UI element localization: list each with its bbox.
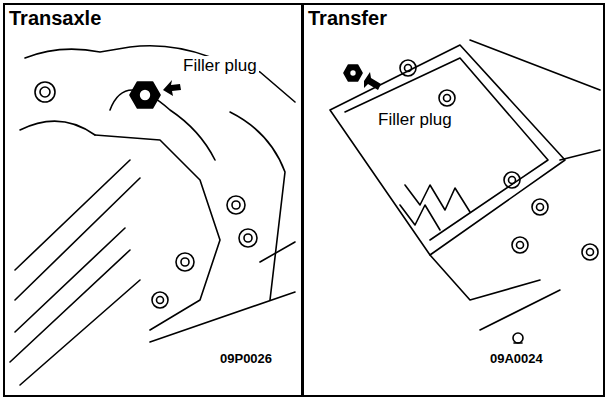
fin xyxy=(400,205,440,230)
plug-hex xyxy=(344,65,362,81)
bolt xyxy=(512,237,528,253)
bolt xyxy=(176,253,194,271)
pointer-arrow xyxy=(163,80,181,96)
plug-face xyxy=(139,89,151,101)
fin xyxy=(405,185,470,212)
figure-code: 09A0024 xyxy=(488,352,545,367)
panel-frame: Transfer xyxy=(302,3,605,397)
case-edge xyxy=(430,255,540,300)
rib xyxy=(15,228,125,332)
case-outline xyxy=(330,45,565,255)
bolt xyxy=(504,172,520,188)
case-edge xyxy=(110,90,215,160)
rib xyxy=(15,160,130,270)
bolt xyxy=(400,60,416,76)
rib xyxy=(10,250,130,362)
pointer-arrow xyxy=(364,72,381,90)
case-edge xyxy=(20,121,95,135)
transfer-case xyxy=(330,40,600,343)
part-label: Filler plug xyxy=(181,56,259,76)
bolt xyxy=(35,82,55,102)
case-edge xyxy=(470,40,600,90)
part-label: Filler plug xyxy=(376,110,454,130)
rib xyxy=(15,178,140,300)
bolt xyxy=(582,244,598,260)
small-symbol xyxy=(513,333,523,343)
plug-face xyxy=(350,70,357,77)
bolt xyxy=(439,90,455,106)
transaxle-case xyxy=(10,46,295,385)
case-edge xyxy=(480,290,560,330)
rib xyxy=(20,280,140,385)
case-edge xyxy=(95,135,220,330)
bolt xyxy=(227,196,245,214)
figure-code: 09P0026 xyxy=(218,352,274,367)
panel-heading: Transfer xyxy=(304,5,391,32)
filler-plug xyxy=(344,65,362,81)
case-edge xyxy=(150,292,295,342)
case-inner xyxy=(345,58,548,240)
bolt xyxy=(532,199,548,215)
bolt xyxy=(152,292,168,308)
case-edge xyxy=(260,242,295,262)
case-edge xyxy=(560,150,600,160)
case-edge xyxy=(230,112,285,300)
filler-plug xyxy=(130,82,160,108)
bolt xyxy=(239,229,257,247)
panel-heading: Transaxle xyxy=(5,5,105,32)
plug-hex xyxy=(130,82,160,108)
